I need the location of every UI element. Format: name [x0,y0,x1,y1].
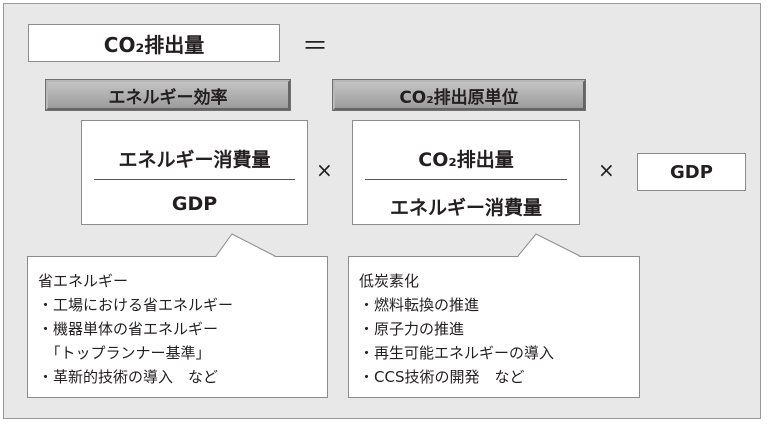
callout2-item: ・CCS技術の開発 など [359,368,525,386]
co2-emissions-label: CO₂排出量 [103,32,205,57]
callout2-item: ・燃料転換の推進 [359,296,480,314]
callout2-tail-outline [517,233,581,257]
emission-intensity-label: CO₂排出原単位 [332,79,586,111]
gdp-box: GDP [637,153,746,191]
callout2-heading: 低炭素化 [359,272,420,290]
callout1-item: ・機器単体の省エネルギー [38,320,219,338]
callout1-item: 「トップランナー基準」 [38,344,211,362]
fraction1-numerator: エネルギー消費量 [118,149,271,171]
fraction1-bar [94,179,295,180]
callout1-heading: 省エネルギー [38,272,129,290]
multiply-sign-2: × [598,158,615,182]
equals-sign: ＝ [302,32,329,62]
callout2-tail [518,234,580,257]
fraction2-bar [365,179,567,180]
callout2-item: ・原子力の推進 [359,320,465,338]
low-carbon-callout: 低炭素化 ・燃料転換の推進 ・原子力の推進 ・再生可能エネルギーの導入 ・CCS… [348,256,640,398]
fraction2-numerator: CO₂排出量 [418,149,514,171]
callout1-tail-outline [215,233,276,257]
fraction-co2-per-energy: CO₂排出量 エネルギー消費量 [352,120,580,225]
fraction-energy-per-gdp: エネルギー消費量 GDP [81,120,308,225]
callout1-tail [216,234,275,257]
energy-saving-callout: 省エネルギー ・工場における省エネルギー ・機器単体の省エネルギー 「トップラン… [27,256,328,398]
energy-efficiency-label: エネルギー効率 [45,79,291,111]
emission-intensity-text: CO₂排出原単位 [399,87,519,108]
callout1-item: ・工場における省エネルギー [38,296,234,314]
gdp-label: GDP [670,161,713,183]
co2-emissions-box: CO₂排出量 [28,24,280,62]
fraction2-denominator: エネルギー消費量 [389,197,542,219]
callout1-item: ・革新的技術の導入 など [38,368,219,386]
fraction1-denominator: GDP [171,193,218,215]
multiply-sign-1: × [316,158,333,182]
callout2-item: ・再生可能エネルギーの導入 [359,344,555,362]
energy-efficiency-text: エネルギー効率 [108,87,228,108]
